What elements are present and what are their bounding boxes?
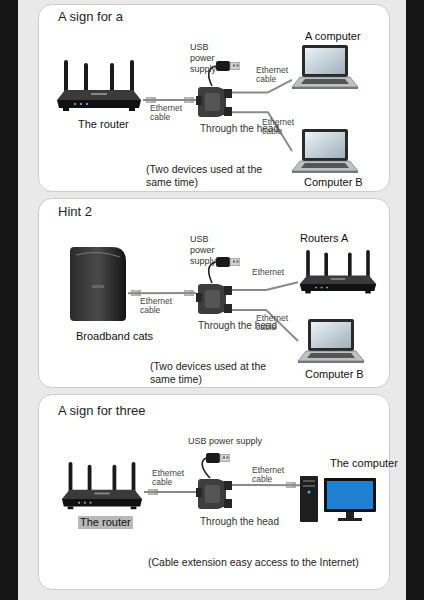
device-label: The computer (330, 457, 398, 470)
splitter-device: Through the head (196, 283, 232, 315)
cable-label: Ethernet cable (252, 466, 290, 485)
computer-device: A computer (292, 44, 358, 90)
device-label: Broadband cats (76, 330, 153, 343)
cable-label: Ethernet cable (152, 469, 190, 488)
edge-strip (0, 0, 18, 600)
cable-label: Ethernet cable (262, 118, 296, 137)
router-device: The router (60, 462, 144, 512)
cable-label: Ethernet cable (150, 104, 188, 123)
panel-heading: Hint 2 (58, 205, 92, 220)
device-label: The router (78, 118, 129, 131)
power-label: USB power supply (190, 234, 232, 266)
computer-device: Computer B (292, 128, 358, 174)
router-device: Routers A (298, 250, 378, 296)
caption: (Cable extension easy access to the Inte… (148, 556, 359, 569)
cable-label: Ethernet (252, 268, 296, 277)
panel-heading: A sign for a (58, 10, 123, 25)
splitter-device: Through the head (196, 86, 232, 118)
splitter-device: Through the head (196, 478, 232, 510)
cable-label: Ethernet cable (256, 66, 292, 85)
cable-label: Ethernet cable (140, 297, 178, 316)
device-label: Computer B (305, 368, 364, 381)
device-label: The router (78, 516, 133, 529)
panel-heading: A sign for three (58, 404, 145, 419)
edge-strip (406, 0, 424, 600)
computer-device: The computer (300, 476, 378, 522)
computer-device: Computer B (298, 318, 364, 364)
caption: (Two devices used at the same time) (150, 360, 290, 385)
power-label: USB power supply (190, 42, 232, 74)
cable-label: Ethernet cable (256, 314, 292, 333)
caption: (Two devices used at the same time) (146, 163, 286, 188)
modem-device: Broadband cats (68, 245, 128, 323)
device-label: Through the head (200, 516, 279, 528)
router-device: The router (55, 60, 143, 114)
power-label: USB power supply (188, 436, 262, 447)
device-label: Computer B (304, 176, 363, 189)
device-label: A computer (305, 30, 361, 43)
panel: Hint 2 Broadband cats Through the head Rout… (38, 198, 390, 388)
device-label: Routers A (300, 232, 348, 245)
